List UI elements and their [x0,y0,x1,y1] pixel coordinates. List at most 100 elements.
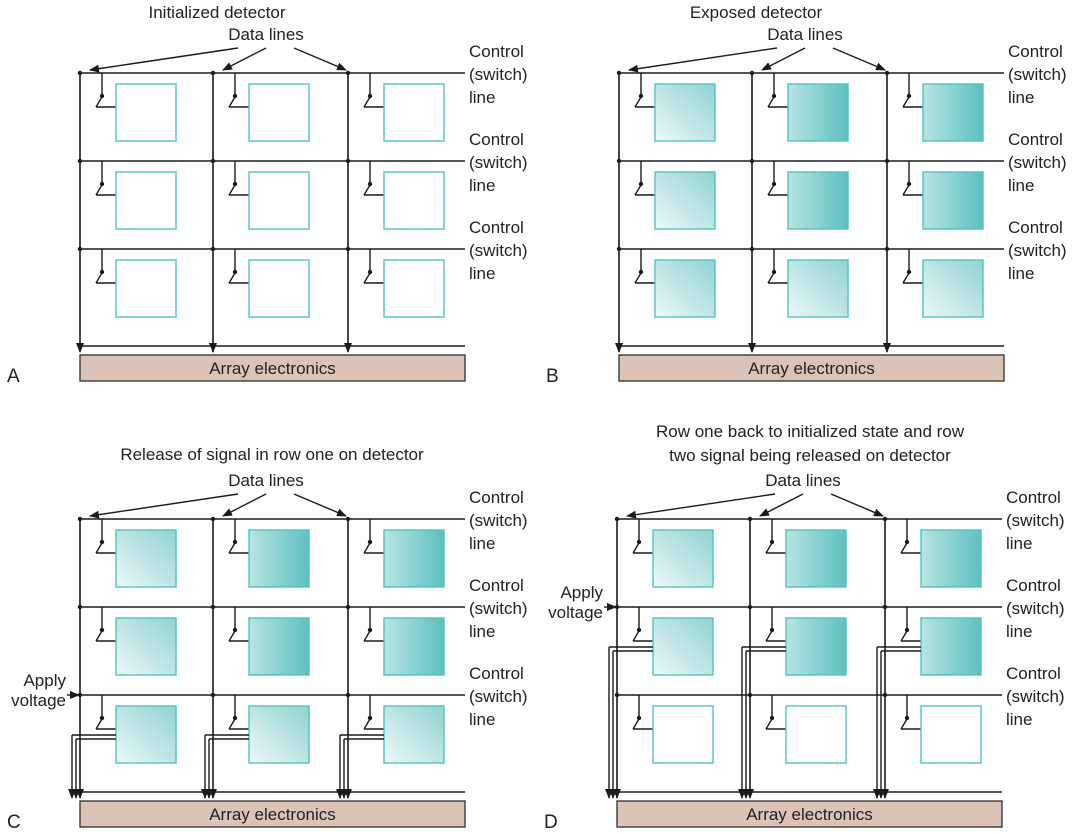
junction-node [210,516,216,522]
control-line-label: line [469,534,495,553]
switch-node [232,627,238,633]
detector-cell-3-3 [920,705,982,764]
junction-node [345,516,351,522]
panel-title: Exposed detector [690,3,823,22]
switch-node [99,715,105,721]
control-line-label: (switch) [1006,687,1065,706]
switch-node [771,93,777,99]
detector-cell-2-1 [115,171,177,230]
switch-contact [767,184,775,196]
array-electronics-label: Array electronics [746,805,873,824]
junction-node [345,246,351,252]
control-line-label: Control [1008,218,1063,237]
junction-node [747,604,753,610]
detector-cell-3-3 [383,259,445,318]
control-line-label: line [1006,710,1032,729]
junction-node [884,70,890,76]
apply-voltage-label: voltage [11,691,66,710]
control-line-label: line [469,176,495,195]
control-line-label: line [469,264,495,283]
data-lines-label: Data lines [228,25,304,44]
panel-letter: A [7,366,20,387]
junction-node [210,70,216,76]
junction-node [77,516,83,522]
detector-cell-2-2 [248,171,310,230]
control-line-label: Control [1006,488,1061,507]
switch-node [904,627,910,633]
detector-cell-3-1 [654,259,716,318]
junction-node [616,70,622,76]
apply-voltage-label: Apply [23,671,66,690]
panel-letter: C [7,812,21,833]
detector-cell-1-2 [787,83,849,142]
detector-cell-3-1 [115,259,177,318]
control-line-label: Control [469,42,524,61]
junction-node [77,246,83,252]
switch-contact [632,718,640,730]
switch-contact [95,718,103,730]
array-electronics-bar [618,354,1005,382]
data-line-pointer [628,47,778,73]
detector-cell-2-1 [115,617,177,676]
switch-contact [765,718,773,730]
detector-cell-1-1 [115,83,177,142]
detector-cell-1-3 [922,83,984,142]
switch-node [636,539,642,545]
switch-contact [95,272,103,284]
detector-cell-2-2 [785,617,847,676]
switch-node [769,715,775,721]
switch-contact [767,96,775,108]
switch-node [638,93,644,99]
junction-node [345,692,351,698]
switch-node [636,627,642,633]
control-line-label: line [1008,264,1034,283]
apply-voltage-label: voltage [548,603,603,622]
panel-title: Release of signal in row one on detector [120,445,424,464]
junction-node [616,246,622,252]
array-electronics-bar [79,800,466,828]
junction-node [77,604,83,610]
switch-node [232,715,238,721]
junction-node [345,604,351,610]
panel-letter: D [544,812,558,833]
switch-contact [95,184,103,196]
switch-contact [634,272,642,284]
control-line-label: (switch) [469,241,528,260]
data-line-pointer [626,493,776,519]
data-line-pointer [759,493,804,517]
junction-node [614,692,620,698]
control-line-label: (switch) [469,687,528,706]
detector-cell-2-1 [652,617,714,676]
switch-contact [632,630,640,642]
control-line-label: (switch) [1006,599,1065,618]
switch-node [771,269,777,275]
switch-node [367,93,373,99]
detector-cell-3-2 [785,705,847,764]
junction-node [616,158,622,164]
data-lines-label: Data lines [767,25,843,44]
array-electronics-bar [616,800,1003,828]
control-line-label: Control [469,488,524,507]
panel-title: two signal being released on detector [669,446,951,465]
detector-cell-1-2 [785,529,847,588]
control-line-label: (switch) [1008,65,1067,84]
control-line-label: line [1008,176,1034,195]
data-line-pointer [830,493,884,517]
junction-node [77,158,83,164]
switch-node [769,539,775,545]
switch-contact [634,96,642,108]
junction-node [749,70,755,76]
switch-node [638,269,644,275]
switch-node [232,93,238,99]
detector-cell-3-2 [787,259,849,318]
junction-node [882,516,888,522]
data-line-pointer [222,493,267,517]
detector-cell-1-2 [248,529,310,588]
switch-node [367,181,373,187]
switch-node [906,93,912,99]
control-line-label: (switch) [469,599,528,618]
detector-cell-1-3 [920,529,982,588]
control-line-label: Control [469,576,524,595]
